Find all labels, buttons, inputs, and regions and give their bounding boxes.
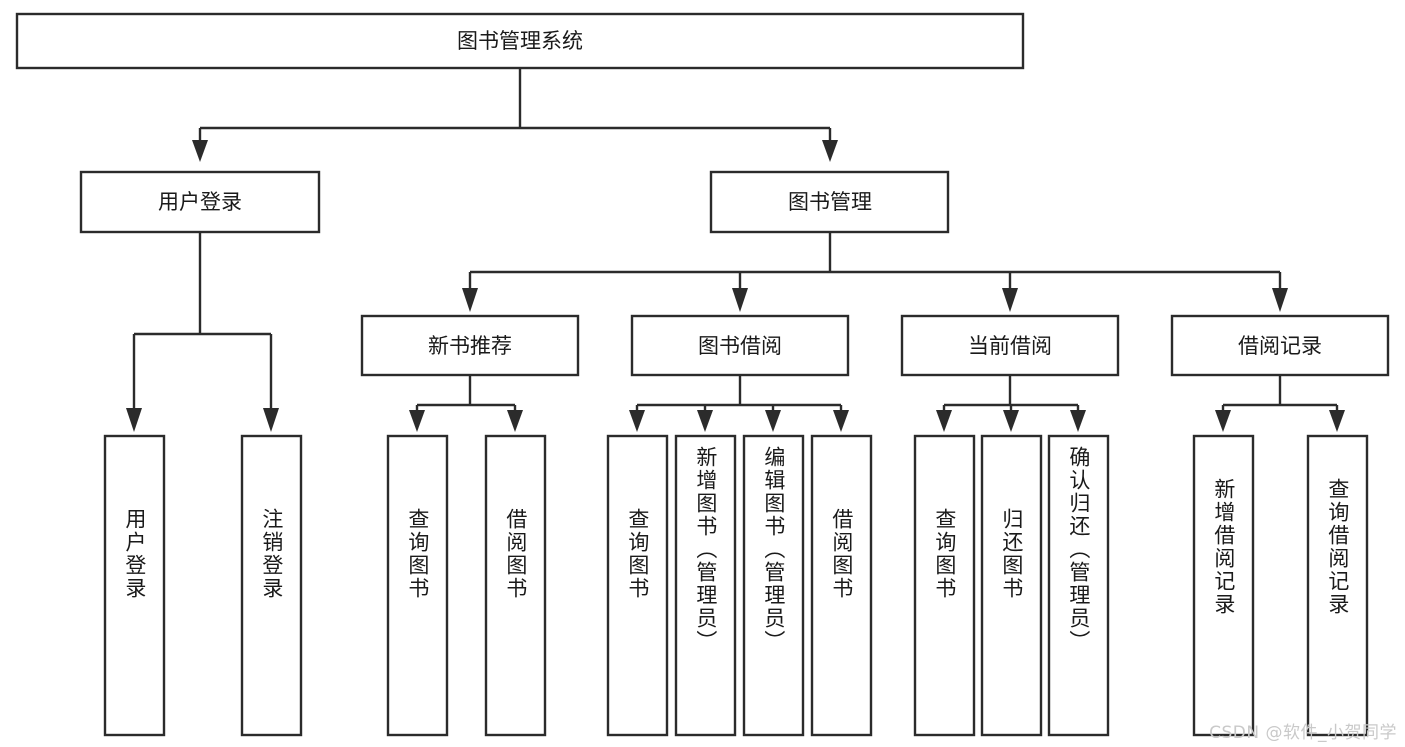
arrowhead-leaf-user-login — [126, 408, 142, 432]
arrowhead-leaf-user-logout — [263, 408, 279, 432]
node-leaf-add-book-admin-box[interactable] — [674, 434, 737, 737]
connector-bookborrow-to-leaves — [629, 375, 849, 432]
arrowhead-current-borrow — [1002, 288, 1018, 312]
node-book-borrow-label: 图书借阅 — [698, 334, 782, 358]
watermark: CSDN @软件_小贺同学 — [1209, 723, 1397, 743]
node-book-borrow[interactable]: 图书借阅 — [630, 314, 850, 377]
connector-recommend-to-leaves — [409, 375, 523, 432]
connector-userlogin-to-leaves — [126, 232, 279, 432]
arrowhead-leaf-add-book-admin — [697, 410, 713, 432]
arrowhead-leaf-borrow-book — [833, 410, 849, 432]
node-new-book-recommend[interactable]: 新书推荐 — [360, 314, 580, 377]
arrowhead-borrow-record — [1272, 288, 1288, 312]
arrowhead-leaf-borrow-book-recommend — [507, 410, 523, 432]
arrowhead-leaf-query-book-borrow — [629, 410, 645, 432]
node-leaf-query-borrow-record-box[interactable] — [1306, 434, 1369, 737]
node-leaf-user-logout-box[interactable] — [240, 434, 303, 737]
node-borrow-record-label: 借阅记录 — [1238, 334, 1322, 358]
arrowhead-leaf-query-borrow-record — [1329, 410, 1345, 432]
arrowhead-leaf-query-book-current — [936, 410, 952, 432]
node-borrow-record-box[interactable] — [1170, 314, 1390, 377]
connector-bookmgmt-to-level3 — [462, 232, 1288, 312]
node-leaf-confirm-return-admin-box[interactable] — [1047, 434, 1110, 737]
node-user-login[interactable]: 用户登录 — [79, 170, 321, 234]
node-borrow-record[interactable]: 借阅记录 — [1170, 314, 1390, 377]
arrowhead-leaf-add-borrow-record — [1215, 410, 1231, 432]
node-current-borrow[interactable]: 当前借阅 — [900, 314, 1120, 377]
node-leaf-borrow-book-box[interactable] — [810, 434, 873, 737]
connector-root-to-level2 — [192, 68, 838, 162]
node-new-book-recommend-box[interactable] — [360, 314, 580, 377]
node-leaf-edit-book-admin-box[interactable] — [742, 434, 805, 737]
node-book-management-box[interactable] — [709, 170, 950, 234]
node-leaf-query-book-borrow-box[interactable] — [606, 434, 669, 737]
arrowhead-leaf-confirm-return-admin — [1070, 410, 1086, 432]
node-new-book-recommend-label: 新书推荐 — [428, 334, 512, 358]
arrowhead-book-borrow — [732, 288, 748, 312]
node-book-management-label: 图书管理 — [788, 190, 872, 214]
leaf-boxes — [103, 434, 1369, 737]
arrowhead-leaf-edit-book-admin — [765, 410, 781, 432]
connector-currentborrow-to-leaves — [936, 375, 1086, 432]
node-book-management[interactable]: 图书管理 — [709, 170, 950, 234]
arrowhead-user-login — [192, 140, 208, 162]
node-book-borrow-box[interactable] — [630, 314, 850, 377]
node-leaf-query-book-recommend-box[interactable] — [386, 434, 449, 737]
node-root[interactable]: 图书管理系统 — [15, 12, 1025, 70]
node-leaf-query-book-current-box[interactable] — [913, 434, 976, 737]
node-leaf-borrow-book-recommend-box[interactable] — [484, 434, 547, 737]
node-leaf-user-login-box[interactable] — [103, 434, 166, 737]
arrowhead-new-book-recommend — [462, 288, 478, 312]
node-leaf-return-book-box[interactable] — [980, 434, 1043, 737]
connector-borrowrecord-to-leaves — [1215, 375, 1345, 432]
node-user-login-label: 用户登录 — [158, 190, 242, 214]
arrowhead-leaf-query-book-recommend — [409, 410, 425, 432]
node-current-borrow-label: 当前借阅 — [968, 334, 1052, 358]
node-root-box[interactable] — [15, 12, 1025, 70]
node-root-label: 图书管理系统 — [457, 29, 583, 53]
arrowhead-book-management — [822, 140, 838, 162]
node-user-login-box[interactable] — [79, 170, 321, 234]
node-current-borrow-box[interactable] — [900, 314, 1120, 377]
node-leaf-add-borrow-record-box[interactable] — [1192, 434, 1255, 737]
arrowhead-leaf-return-book — [1003, 410, 1019, 432]
